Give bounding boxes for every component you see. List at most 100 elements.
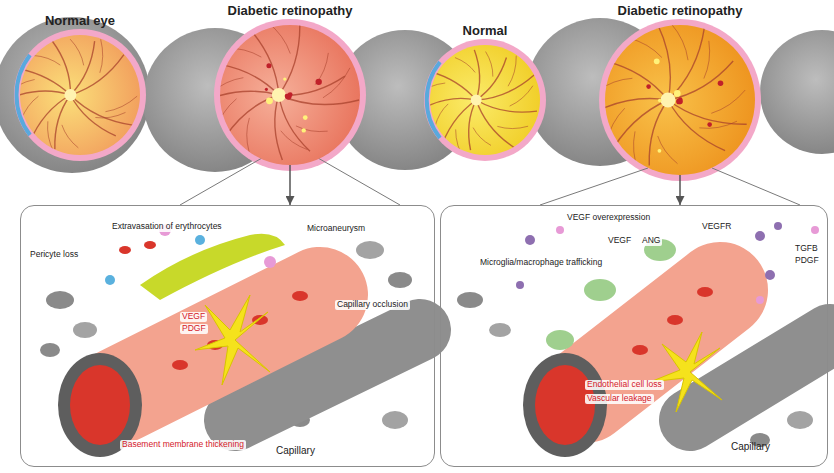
retinal-vessel: [435, 104, 448, 126]
annotation: PDGF: [180, 324, 208, 334]
retinal-vessel: [279, 76, 345, 95]
retinal-vessel: [456, 129, 465, 160]
lesion: [303, 115, 308, 120]
immune-cell: [755, 231, 765, 241]
lesion: [283, 77, 286, 80]
tissue-cell: [356, 241, 384, 259]
panel-ground: [20, 205, 435, 467]
annotation: VEGF: [180, 312, 207, 322]
lesion: [654, 58, 660, 64]
retinal-vessel: [476, 75, 534, 100]
fundus-circle: Diabetic retinopathy: [220, 25, 360, 165]
zoom-connector: [679, 175, 681, 205]
endothelium: [546, 330, 574, 350]
retinal-vessel: [5, 67, 70, 95]
endothelium: [584, 279, 616, 301]
fundus-rim: [14, 29, 146, 161]
retinal-vessel: [33, 55, 60, 65]
capillary-tube: [120, 295, 320, 395]
immune-cell: [105, 222, 819, 304]
zoom-line: [318, 158, 400, 205]
endothelium: [140, 234, 285, 300]
retinal-vessel: [100, 39, 103, 72]
retinal-vessel: [474, 50, 479, 100]
retinal-vessel: [634, 131, 639, 172]
annotation: Microaneurysm: [305, 224, 367, 234]
retinal-vessel: [55, 95, 71, 149]
optic-disc: [471, 95, 482, 106]
annotation: TGFB: [793, 244, 820, 254]
immune-cell: [264, 256, 276, 268]
immune-cell: [105, 275, 115, 285]
structure-label: Capillary: [276, 445, 356, 457]
retinal-vessel: [597, 78, 633, 91]
annotation: VEGF overexpression: [565, 213, 652, 223]
lesion: [285, 94, 290, 99]
retinal-vessel: [510, 86, 533, 106]
lesion: [266, 63, 271, 68]
retinal-vessel: [704, 41, 710, 79]
retinal-vessel: [699, 121, 737, 128]
retinal-vessel: [497, 126, 528, 128]
retinal-vessel: [425, 98, 476, 107]
retinal-vessel: [508, 56, 516, 86]
red-blood-cell: [172, 360, 188, 370]
tissue-cell: [73, 322, 97, 338]
tissue-cell: [787, 411, 813, 429]
immune-cell: [765, 270, 775, 280]
lesion: [674, 90, 681, 97]
annotation: Endothelial cell loss: [585, 380, 664, 390]
retinal-vessel: [416, 50, 537, 161]
immune-cell: [811, 226, 819, 234]
fundus-shape: [430, 45, 540, 155]
retinal-vessel: [95, 112, 125, 118]
retinal-vessel: [420, 69, 476, 100]
retinal-vessel: [473, 128, 491, 146]
zoom-panel: Capillary: [20, 205, 435, 467]
retinal-vessel: [202, 20, 359, 160]
retinal-vessel: [267, 22, 290, 54]
retinal-vessel: [215, 99, 236, 131]
retinal-vessel: [29, 95, 70, 143]
optic-disc: [661, 93, 676, 108]
retinal-vessel: [3, 39, 137, 152]
retinal-vessel: [668, 100, 725, 151]
retinal-vessel: [589, 98, 668, 114]
annotation: Extravasation of erythrocytes: [110, 222, 224, 232]
retinal-vessel: [70, 55, 123, 95]
retinal-vessel: [70, 41, 94, 95]
panel-title: Normal eye: [0, 14, 160, 29]
fundus-rim: [214, 19, 366, 171]
panel-title: Diabetic retinopathy: [190, 4, 390, 19]
retinal-vessel: [48, 121, 54, 152]
retinal-vessel: [606, 108, 625, 143]
retinal-vessel: [416, 83, 446, 95]
retinal-vessel: [711, 90, 745, 113]
endothelium: [140, 234, 676, 350]
fundus-rim: [599, 19, 761, 181]
capillary-tube: [535, 365, 595, 445]
zoom-line: [712, 168, 800, 205]
fundus-rim: [424, 39, 546, 161]
retinal-vessel: [3, 79, 34, 96]
retinal-vessel: [476, 100, 514, 148]
structure-label: Capillary: [731, 441, 811, 453]
retinal-vessel: [323, 68, 350, 98]
fundus: [220, 25, 360, 165]
retinal-vessel: [649, 100, 668, 165]
lesion: [658, 99, 662, 103]
pericyte: [195, 295, 722, 412]
annotation: PDGF: [793, 256, 821, 266]
fundus-circle: Normal eye: [20, 35, 140, 155]
immune-cell: [756, 296, 764, 304]
retinal-vessel: [671, 23, 688, 60]
red-blood-cell: [292, 291, 308, 301]
retinal-vessel: [668, 61, 733, 100]
retinal-vessel: [469, 100, 477, 150]
lesion: [265, 88, 268, 91]
retinal-vessel: [70, 39, 84, 65]
annotation: ANG: [640, 236, 662, 246]
annotation: Capillary occlusion: [335, 300, 410, 310]
